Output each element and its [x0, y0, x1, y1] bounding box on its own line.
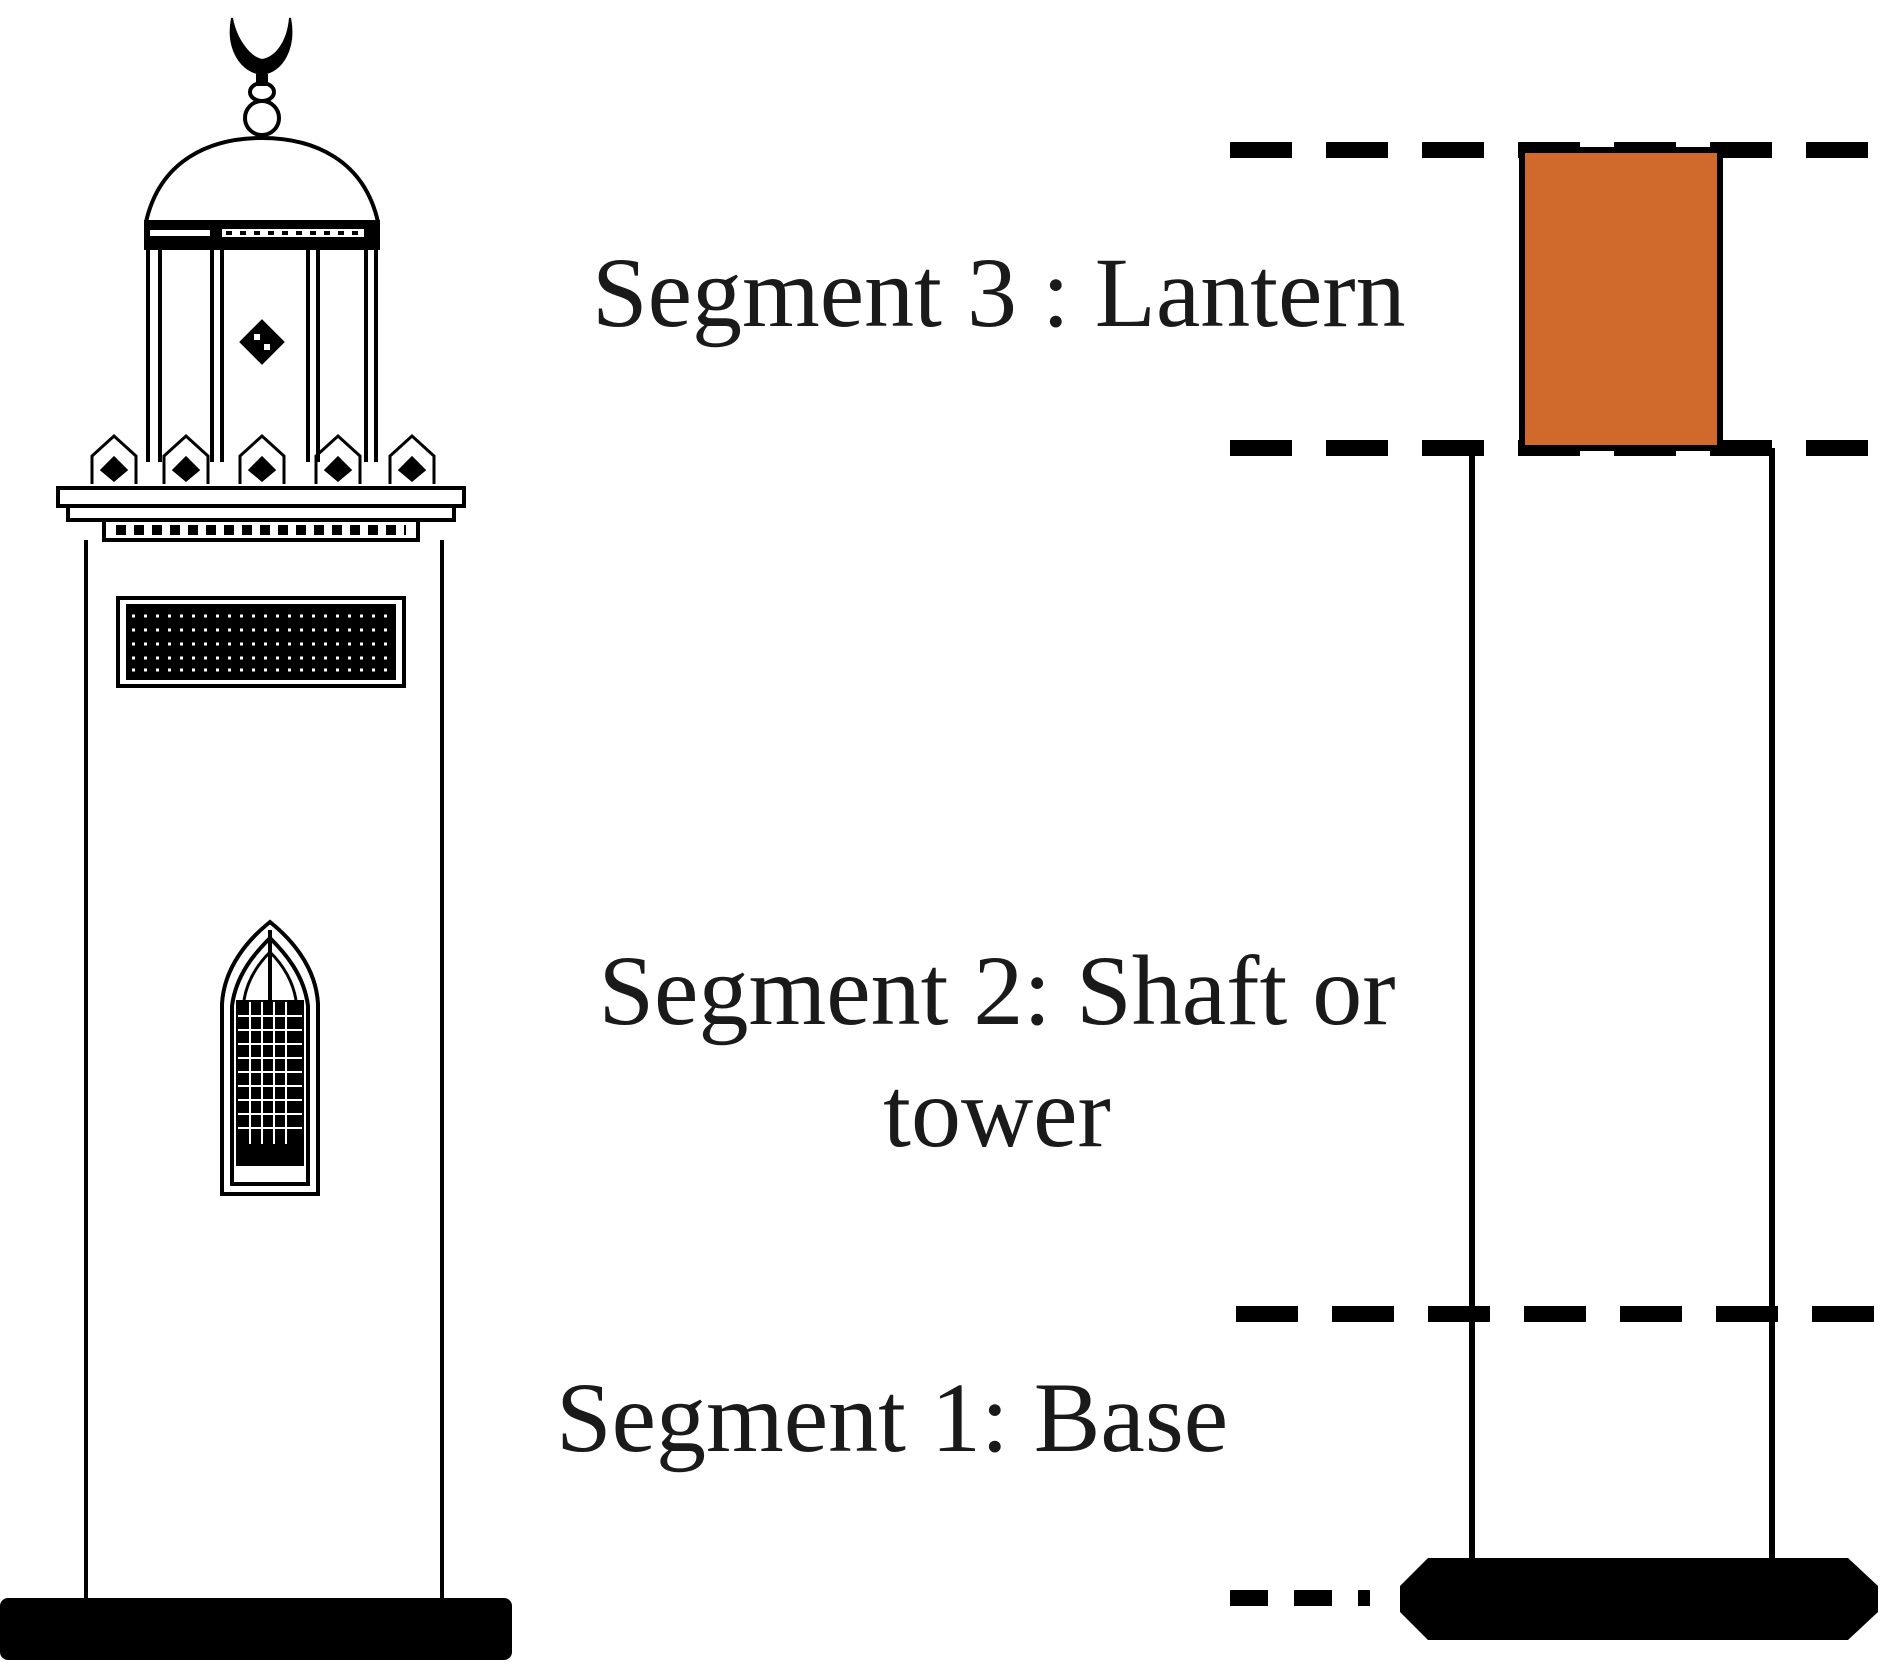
diamond-ornament-icon [239, 319, 285, 365]
segment-1-label: Segment 1: Base [556, 1362, 1229, 1473]
merlons [90, 433, 436, 484]
grille-panel-icon [116, 596, 406, 688]
segment-3-label: Segment 3 : Lantern [592, 237, 1406, 348]
crescent-finial-icon [229, 17, 293, 137]
minaret-plinth [0, 1598, 512, 1660]
minaret-shaft [84, 540, 444, 1600]
dome [144, 135, 380, 223]
window-icon [220, 919, 320, 1196]
segment-2-label-line2: tower [883, 1057, 1111, 1168]
base-plinth [1400, 1558, 1878, 1640]
minaret-drawing [0, 17, 512, 1660]
segment-2-label: Segment 2: Shaft or tower [562, 930, 1432, 1174]
lantern-columns [146, 248, 378, 462]
balcony-cornice [56, 486, 466, 542]
segment-2-label-line1: Segment 2: Shaft or [598, 935, 1396, 1046]
segment-schematic [1230, 142, 1884, 1640]
dome-band [144, 220, 380, 250]
lantern-block [1519, 147, 1723, 451]
